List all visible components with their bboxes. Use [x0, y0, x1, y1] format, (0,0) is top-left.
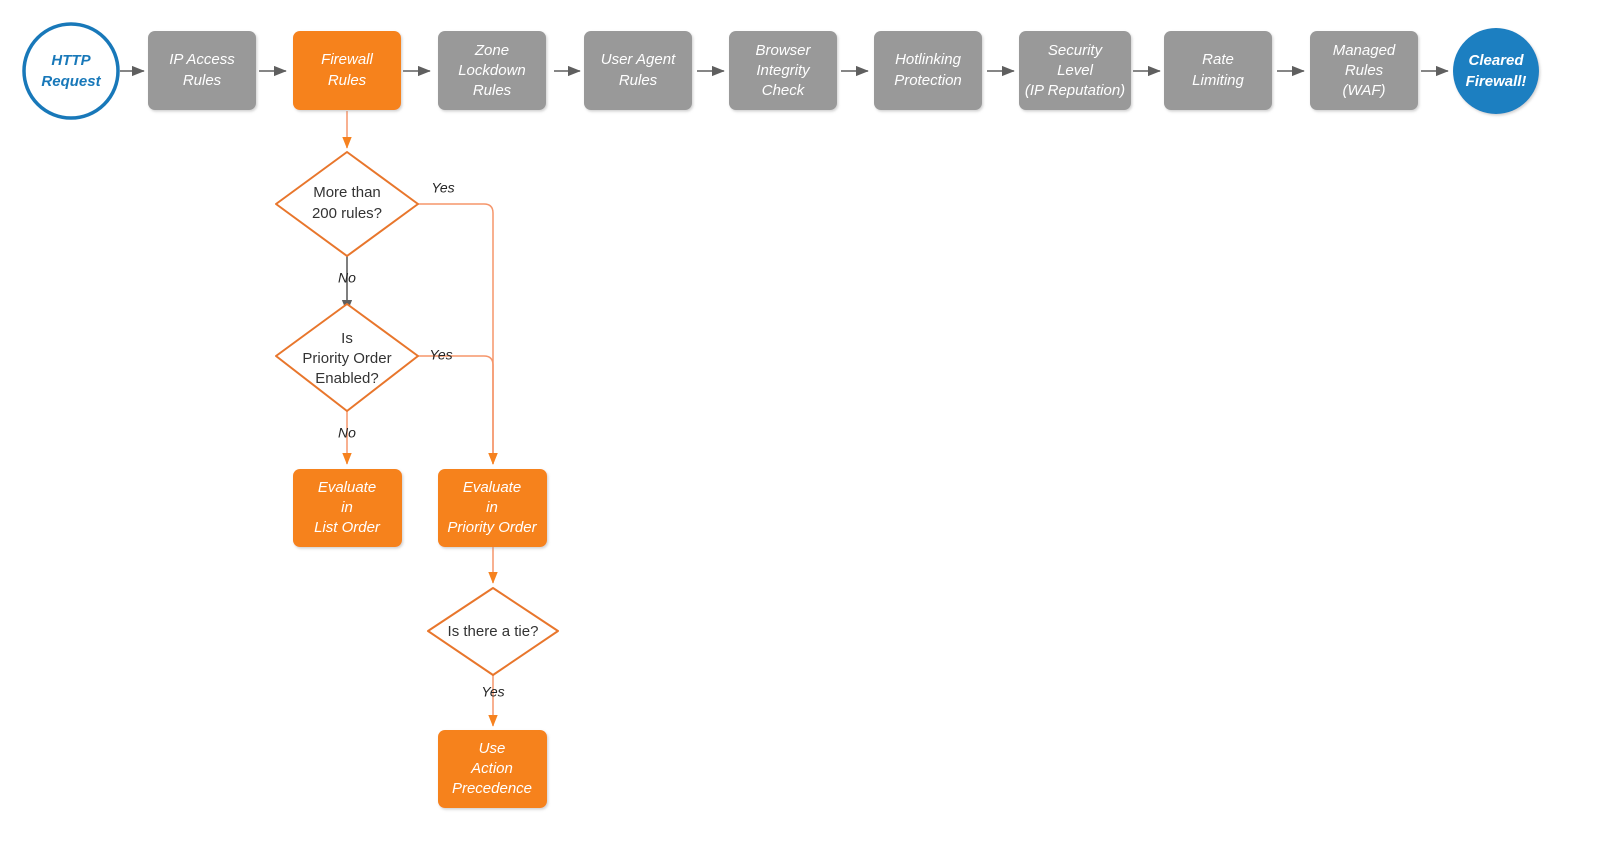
edge-labels: Yes No Yes No Yes	[338, 180, 505, 700]
ip-access-rules-line2: Rules	[183, 72, 222, 89]
start-circle-shape	[22, 22, 120, 120]
zone-lockdown-rules-shape	[438, 31, 546, 110]
node-cleared-firewall[interactable]: Cleared Firewall!	[1453, 28, 1539, 114]
ip-access-rules-shape	[148, 31, 256, 110]
edge-label-yes-200-rules: Yes	[431, 180, 454, 196]
user-agent-rules-shape	[584, 31, 692, 110]
use-action-precedence-line2: Action	[470, 760, 513, 777]
evaluate-in-priority-order-line1: Evaluate	[463, 479, 521, 496]
firewall-rules-line1: Firewall	[321, 51, 373, 68]
use-action-precedence-line1: Use	[479, 740, 506, 757]
rate-limiting-line1: Rate	[1202, 51, 1234, 68]
managed-rules-waf-line1: Managed	[1333, 42, 1396, 59]
edge-label-yes-priority-order: Yes	[429, 347, 452, 363]
security-level-line3: (IP Reputation)	[1025, 82, 1125, 99]
use-action-precedence-line3: Precedence	[452, 780, 532, 797]
node-hotlinking-protection[interactable]: Hotlinking Protection	[874, 31, 982, 110]
node-security-level[interactable]: Security Level (IP Reputation)	[1019, 31, 1131, 110]
managed-rules-waf-line3: (WAF)	[1342, 82, 1385, 99]
managed-rules-waf-shape	[1310, 31, 1418, 110]
hotlinking-protection-shape	[874, 31, 982, 110]
node-ip-access-rules[interactable]: IP Access Rules	[148, 31, 256, 110]
rate-limiting-shape	[1164, 31, 1272, 110]
node-zone-lockdown-rules[interactable]: Zone Lockdown Rules	[438, 31, 546, 110]
is-priority-order-enabled-shape	[275, 303, 419, 412]
user-agent-rules-line2: Rules	[619, 72, 658, 89]
cleared-firewall-shape	[1453, 28, 1539, 114]
http-request-line1: HTTP	[51, 52, 91, 69]
zone-lockdown-rules-line2: Lockdown	[458, 62, 526, 79]
evaluate-in-priority-order-line2: in	[486, 499, 498, 516]
node-rate-limiting[interactable]: Rate Limiting	[1164, 31, 1272, 110]
node-use-action-precedence[interactable]: Use Action Precedence	[438, 730, 547, 808]
security-level-line1: Security	[1048, 42, 1104, 59]
node-managed-rules-waf[interactable]: Managed Rules (WAF)	[1310, 31, 1418, 110]
user-agent-rules-line1: User Agent	[601, 51, 676, 68]
edge-label-yes-tie: Yes	[481, 684, 504, 700]
is-priority-order-enabled-line3: Enabled?	[315, 370, 378, 387]
firewall-rules-line2: Rules	[328, 72, 367, 89]
evaluate-in-priority-order-shape	[438, 469, 547, 547]
http-request-line2: Request	[41, 73, 101, 90]
is-priority-order-enabled-line1: Is	[341, 330, 353, 347]
edge-label-no-priority-order: No	[338, 425, 356, 441]
is-priority-order-enabled-line2: Priority Order	[302, 350, 391, 367]
firewall-rules-shape	[293, 31, 401, 110]
security-level-line2: Level	[1057, 62, 1094, 79]
use-action-precedence-shape	[438, 730, 547, 808]
node-more-than-200-rules[interactable]: More than 200 rules?	[275, 151, 419, 257]
node-http-request[interactable]: HTTP Request	[22, 22, 120, 120]
node-is-there-a-tie[interactable]: Is there a tie?	[427, 587, 559, 676]
zone-lockdown-rules-line3: Rules	[473, 82, 512, 99]
zone-lockdown-rules-line1: Zone	[474, 42, 509, 59]
hotlinking-protection-line1: Hotlinking	[895, 51, 962, 68]
branch-connectors	[341, 111, 498, 727]
rate-limiting-line2: Limiting	[1192, 72, 1244, 89]
browser-integrity-check-line2: Integrity	[756, 62, 811, 79]
hotlinking-protection-line2: Protection	[894, 72, 962, 89]
connector-decision2-yes-to-priority-order	[418, 355, 498, 465]
connector-decision1-yes-to-priority-order	[418, 203, 498, 465]
more-than-200-rules-shape	[275, 151, 419, 257]
evaluate-in-list-order-line3: List Order	[314, 519, 381, 536]
node-evaluate-in-priority-order[interactable]: Evaluate in Priority Order	[438, 469, 547, 547]
node-is-priority-order-enabled[interactable]: Is Priority Order Enabled?	[275, 303, 419, 412]
node-browser-integrity-check[interactable]: Browser Integrity Check	[729, 31, 837, 110]
node-user-agent-rules[interactable]: User Agent Rules	[584, 31, 692, 110]
browser-integrity-check-shape	[729, 31, 837, 110]
managed-rules-waf-line2: Rules	[1345, 62, 1384, 79]
browser-integrity-check-line1: Browser	[755, 42, 811, 59]
ip-access-rules-line1: IP Access	[169, 51, 235, 68]
node-evaluate-in-list-order[interactable]: Evaluate in List Order	[293, 469, 402, 547]
evaluate-in-list-order-line2: in	[341, 499, 353, 516]
more-than-200-rules-line1: More than	[313, 184, 381, 201]
security-level-shape	[1019, 31, 1131, 110]
browser-integrity-check-line3: Check	[762, 82, 806, 99]
more-than-200-rules-line2: 200 rules?	[312, 205, 382, 222]
cleared-firewall-line2: Firewall!	[1466, 73, 1527, 90]
is-there-a-tie-line1: Is there a tie?	[448, 623, 539, 640]
edge-label-no-200-rules: No	[338, 270, 356, 286]
node-firewall-rules[interactable]: Firewall Rules	[293, 31, 401, 110]
is-there-a-tie-shape	[427, 587, 559, 676]
evaluate-in-list-order-shape	[293, 469, 402, 547]
evaluate-in-list-order-line1: Evaluate	[318, 479, 376, 496]
evaluate-in-priority-order-line3: Priority Order	[447, 519, 537, 536]
cleared-firewall-line1: Cleared	[1468, 52, 1524, 69]
